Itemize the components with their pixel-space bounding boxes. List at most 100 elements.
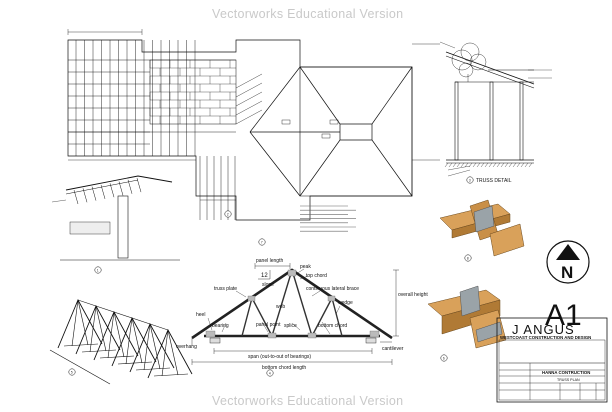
rafter-tick [235, 109, 263, 125]
iso-truss-web [89, 305, 97, 353]
ground-hatch-line [452, 162, 457, 168]
ground-hatch-line [520, 162, 525, 168]
label-panel-length: panel length [256, 258, 283, 264]
truss-plates [205, 269, 380, 339]
eave-rafter [127, 179, 133, 194]
eave-rafter [73, 189, 79, 205]
ground-hatch-line [476, 162, 481, 168]
callout-circle [440, 354, 448, 362]
callout-circle [464, 254, 472, 262]
rafter-tick [235, 73, 263, 89]
rafter-tick [235, 100, 263, 116]
callout-number: 4 [269, 371, 271, 375]
label-cantilever: cantilever [382, 346, 404, 352]
hip-roof [249, 66, 413, 197]
truss-elevation [191, 263, 399, 365]
isometric-trusses [49, 298, 193, 385]
iso-truss-web [107, 311, 115, 359]
label-slope: slope [262, 282, 274, 288]
callout-circle [266, 369, 274, 377]
company-subtitle: WESTCOAST CONSTRUCTION AND DESIGN [500, 335, 591, 340]
label-top-chord: top chord [306, 273, 327, 279]
drawing-name: TRUSS PLAN [557, 378, 580, 382]
ground-hatch-line [504, 162, 509, 168]
dimension-lines [191, 263, 399, 365]
leader-lines [207, 268, 341, 335]
iso-truss-bottom [153, 373, 189, 377]
eave-section [51, 175, 180, 261]
label-peak: peak [300, 264, 311, 270]
ground-hatch-line [512, 162, 517, 168]
north-arrow: N [546, 240, 590, 284]
callout-circle [68, 368, 76, 376]
ground-hatch-line [448, 162, 453, 168]
plan-ticks [235, 73, 263, 125]
project-name: HANNA CONTRUCTION [542, 370, 590, 375]
label-truss-plate: truss plate [214, 286, 237, 292]
ground-hatch-line [516, 162, 521, 168]
ground-hatch-line [460, 162, 465, 168]
ground-hatch-line [472, 162, 477, 168]
hanger-detail-bottom [427, 285, 507, 349]
company-name: J ANGUS [512, 322, 575, 337]
iso-truss-web [125, 317, 133, 365]
callout-circle [224, 210, 232, 218]
eave-rafter [136, 178, 142, 193]
iso-truss-web [149, 323, 161, 370]
callout-number: 1 [97, 268, 99, 272]
iso-truss-bottom [81, 349, 117, 353]
iso-truss-web [95, 305, 107, 352]
plan-legend [300, 205, 356, 232]
iso-truss-bottom [135, 367, 171, 371]
callout-number: 7 [261, 240, 263, 244]
iso-truss-web [71, 299, 79, 347]
callout-number: 6 [443, 356, 445, 360]
callout-number: 3 [469, 178, 471, 182]
label-wedge: wedge [338, 300, 353, 306]
iso-truss-bottom [63, 343, 99, 347]
rafter-tick [235, 91, 263, 107]
iso-eave [49, 349, 111, 385]
callout-number: 8 [467, 256, 469, 260]
label-slope-number: 12 [261, 273, 268, 279]
ground-hatch [444, 162, 533, 168]
ground-hatch-line [444, 162, 449, 168]
ground-hatch-line [496, 162, 501, 168]
ground-hatch-line [456, 162, 461, 168]
iso-truss-web [161, 329, 169, 377]
ground-hatch-line [508, 162, 513, 168]
roof-plan [67, 29, 440, 221]
label-overall-height: overall height [398, 292, 428, 298]
ground-hatch-line [492, 162, 497, 168]
label-web: web [276, 304, 285, 310]
ground-hatch-line [528, 162, 533, 168]
eave-rafter [100, 184, 106, 199]
truss-elevation-labels: panel length peak top chord 12 slope con… [176, 258, 428, 371]
rafter-tick [235, 82, 263, 98]
label-heel: heel [196, 312, 205, 318]
ground-hatch-line [484, 162, 489, 168]
ground-hatch-line [464, 162, 469, 168]
label-overhang: overhang [176, 344, 197, 350]
eave-rafters [73, 178, 142, 205]
iso-truss-web [77, 299, 89, 346]
label-bottom-chord: bottom chord [318, 323, 347, 329]
iso-truss-chord [147, 328, 193, 379]
north-letter: N [561, 263, 573, 282]
label-bottom-chord-length: bottom chord length [262, 365, 306, 371]
iso-truss-web [167, 329, 179, 376]
ground-hatch-line [488, 162, 493, 168]
ground-hatch-line [500, 162, 505, 168]
label-continuous-lateral-brace: continuous lateral brace [306, 286, 359, 292]
callout-number: 5 [71, 370, 73, 374]
label-splice: splice [284, 323, 297, 329]
iso-truss-bottom [117, 361, 153, 365]
title-block [496, 317, 608, 403]
hanger-detail-top [439, 199, 525, 257]
watermark-top: Vectorworks Educational Version [212, 7, 404, 21]
label-span: span (out-to-out of bearings) [248, 354, 311, 360]
callout-circle [466, 176, 474, 184]
sheet-number: A1 [545, 299, 582, 332]
eave-rafter [91, 186, 97, 201]
tree-icon [451, 42, 487, 82]
